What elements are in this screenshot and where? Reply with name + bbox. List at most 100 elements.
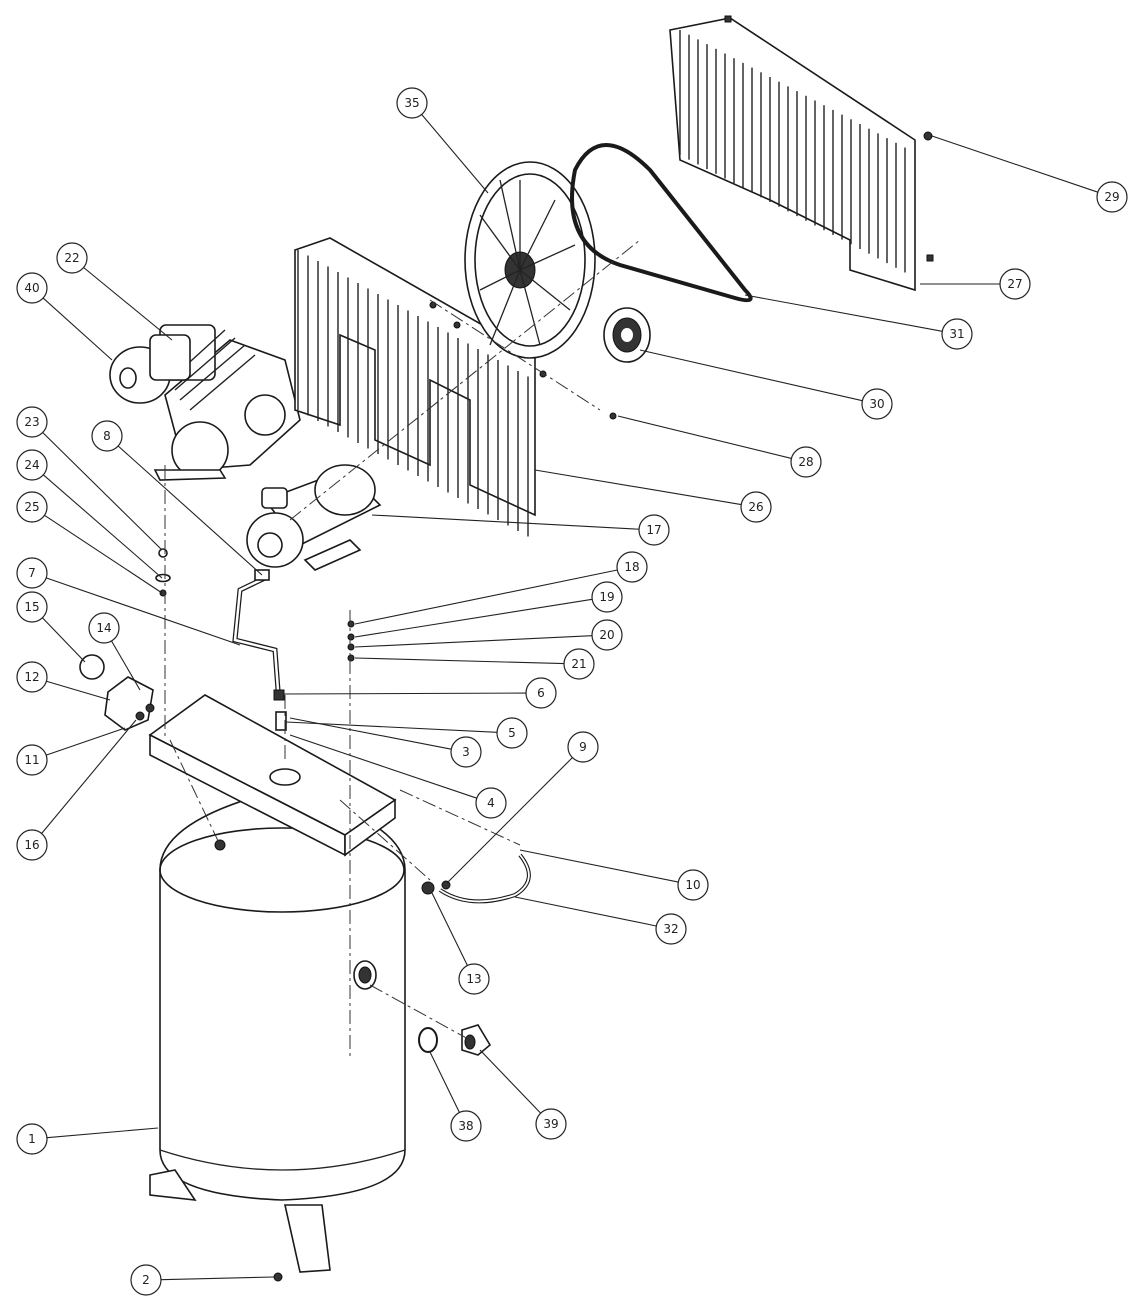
callout-31: 31 <box>941 318 973 350</box>
leader-line-40 <box>42 297 113 361</box>
callout-number: 13 <box>466 972 481 986</box>
hardware <box>155 15 934 1056</box>
leader-line-31 <box>744 294 943 332</box>
callout-number: 9 <box>579 740 587 754</box>
callout-circle <box>567 731 599 763</box>
belt-pulley-small <box>603 307 651 363</box>
callout-number: 31 <box>949 327 964 341</box>
leader-line-8 <box>117 445 263 576</box>
callout-number: 23 <box>24 415 39 429</box>
callout-circle <box>941 318 973 350</box>
callout-circle <box>790 446 822 478</box>
callout-number: 22 <box>64 251 79 265</box>
callout-18: 18 <box>616 551 648 583</box>
callout-circle <box>638 514 670 546</box>
callout-circle <box>496 717 528 749</box>
callout-2: 2 <box>130 1264 162 1296</box>
callout-number: 11 <box>24 753 39 767</box>
leader-line-23 <box>42 432 163 551</box>
callout-number: 1 <box>28 1132 36 1146</box>
callout-8: 8 <box>91 420 123 452</box>
leader-line-4 <box>289 734 477 799</box>
leader-line-35 <box>421 114 489 194</box>
callout-25: 25 <box>16 491 48 523</box>
leader-line-32 <box>514 896 657 927</box>
leader-line-11 <box>46 727 126 756</box>
leader-line-28 <box>617 415 792 459</box>
unloader-tubes <box>421 853 531 904</box>
leader-line-6 <box>283 692 527 695</box>
callout-number: 25 <box>24 500 39 514</box>
callout-circle <box>16 591 48 623</box>
callout-circle <box>16 829 48 861</box>
callout-32: 32 <box>655 913 687 945</box>
callout-circle <box>591 619 623 651</box>
callout-circle <box>591 581 623 613</box>
assembly-centerlines <box>164 239 641 1060</box>
tank-bracket <box>148 694 397 857</box>
callout-bubbles: 1234567891011121314151617181920212223242… <box>16 87 1128 1296</box>
callout-number: 21 <box>571 657 586 671</box>
leader-line-25 <box>44 514 163 594</box>
callout-27: 27 <box>999 268 1031 300</box>
callout-circle <box>677 869 709 901</box>
callout-circle <box>88 612 120 644</box>
callout-number: 12 <box>24 670 39 684</box>
leader-line-12 <box>46 680 111 701</box>
callout-16: 16 <box>16 829 48 861</box>
callout-30: 30 <box>861 388 893 420</box>
leader-line-17 <box>371 514 640 530</box>
leader-line-39 <box>479 1049 542 1114</box>
callout-number: 19 <box>599 590 614 604</box>
callout-number: 2 <box>142 1273 150 1287</box>
leader-line-29 <box>931 135 1098 193</box>
callout-6: 6 <box>525 677 557 709</box>
callout-number: 17 <box>646 523 661 537</box>
callout-circle <box>999 268 1031 300</box>
air-tank <box>149 789 406 1282</box>
callout-circle <box>56 242 88 274</box>
leader-line-5 <box>285 721 498 733</box>
callout-39: 39 <box>535 1108 567 1140</box>
discharge-tube <box>232 569 287 731</box>
callout-29: 29 <box>1096 181 1128 213</box>
callout-15: 15 <box>16 591 48 623</box>
callout-3: 3 <box>450 736 482 768</box>
callout-circle <box>563 648 595 680</box>
callout-circle <box>475 787 507 819</box>
callout-circle <box>16 272 48 304</box>
callout-28: 28 <box>790 446 822 478</box>
callout-circle <box>1096 181 1128 213</box>
callout-14: 14 <box>88 612 120 644</box>
callout-number: 4 <box>487 796 495 810</box>
leader-line-9 <box>446 757 573 884</box>
callout-circle <box>861 388 893 420</box>
callout-circle <box>740 491 772 523</box>
leader-line-1 <box>46 1127 159 1139</box>
leader-line-38 <box>429 1051 460 1113</box>
leader-line-21 <box>354 657 565 665</box>
callout-5: 5 <box>496 717 528 749</box>
callout-23: 23 <box>16 406 48 438</box>
callout-circle <box>655 913 687 945</box>
callout-circle <box>525 677 557 709</box>
callout-circle <box>16 557 48 589</box>
leader-line-7 <box>45 577 241 646</box>
callout-circle <box>130 1264 162 1296</box>
callout-number: 26 <box>748 500 763 514</box>
callout-number: 27 <box>1007 277 1022 291</box>
callout-number: 7 <box>28 566 36 580</box>
leader-line-20 <box>354 635 593 648</box>
belt-guard-rear <box>294 237 536 537</box>
callout-24: 24 <box>16 449 48 481</box>
callout-1: 1 <box>16 1123 48 1155</box>
leader-line-2 <box>160 1276 275 1281</box>
callout-20: 20 <box>591 619 623 651</box>
leader-line-24 <box>42 474 163 579</box>
electric-motor <box>246 464 382 571</box>
callout-number: 8 <box>103 429 111 443</box>
callout-number: 18 <box>624 560 639 574</box>
pressure-switch-assembly <box>79 654 155 731</box>
leader-line-18 <box>354 569 618 625</box>
